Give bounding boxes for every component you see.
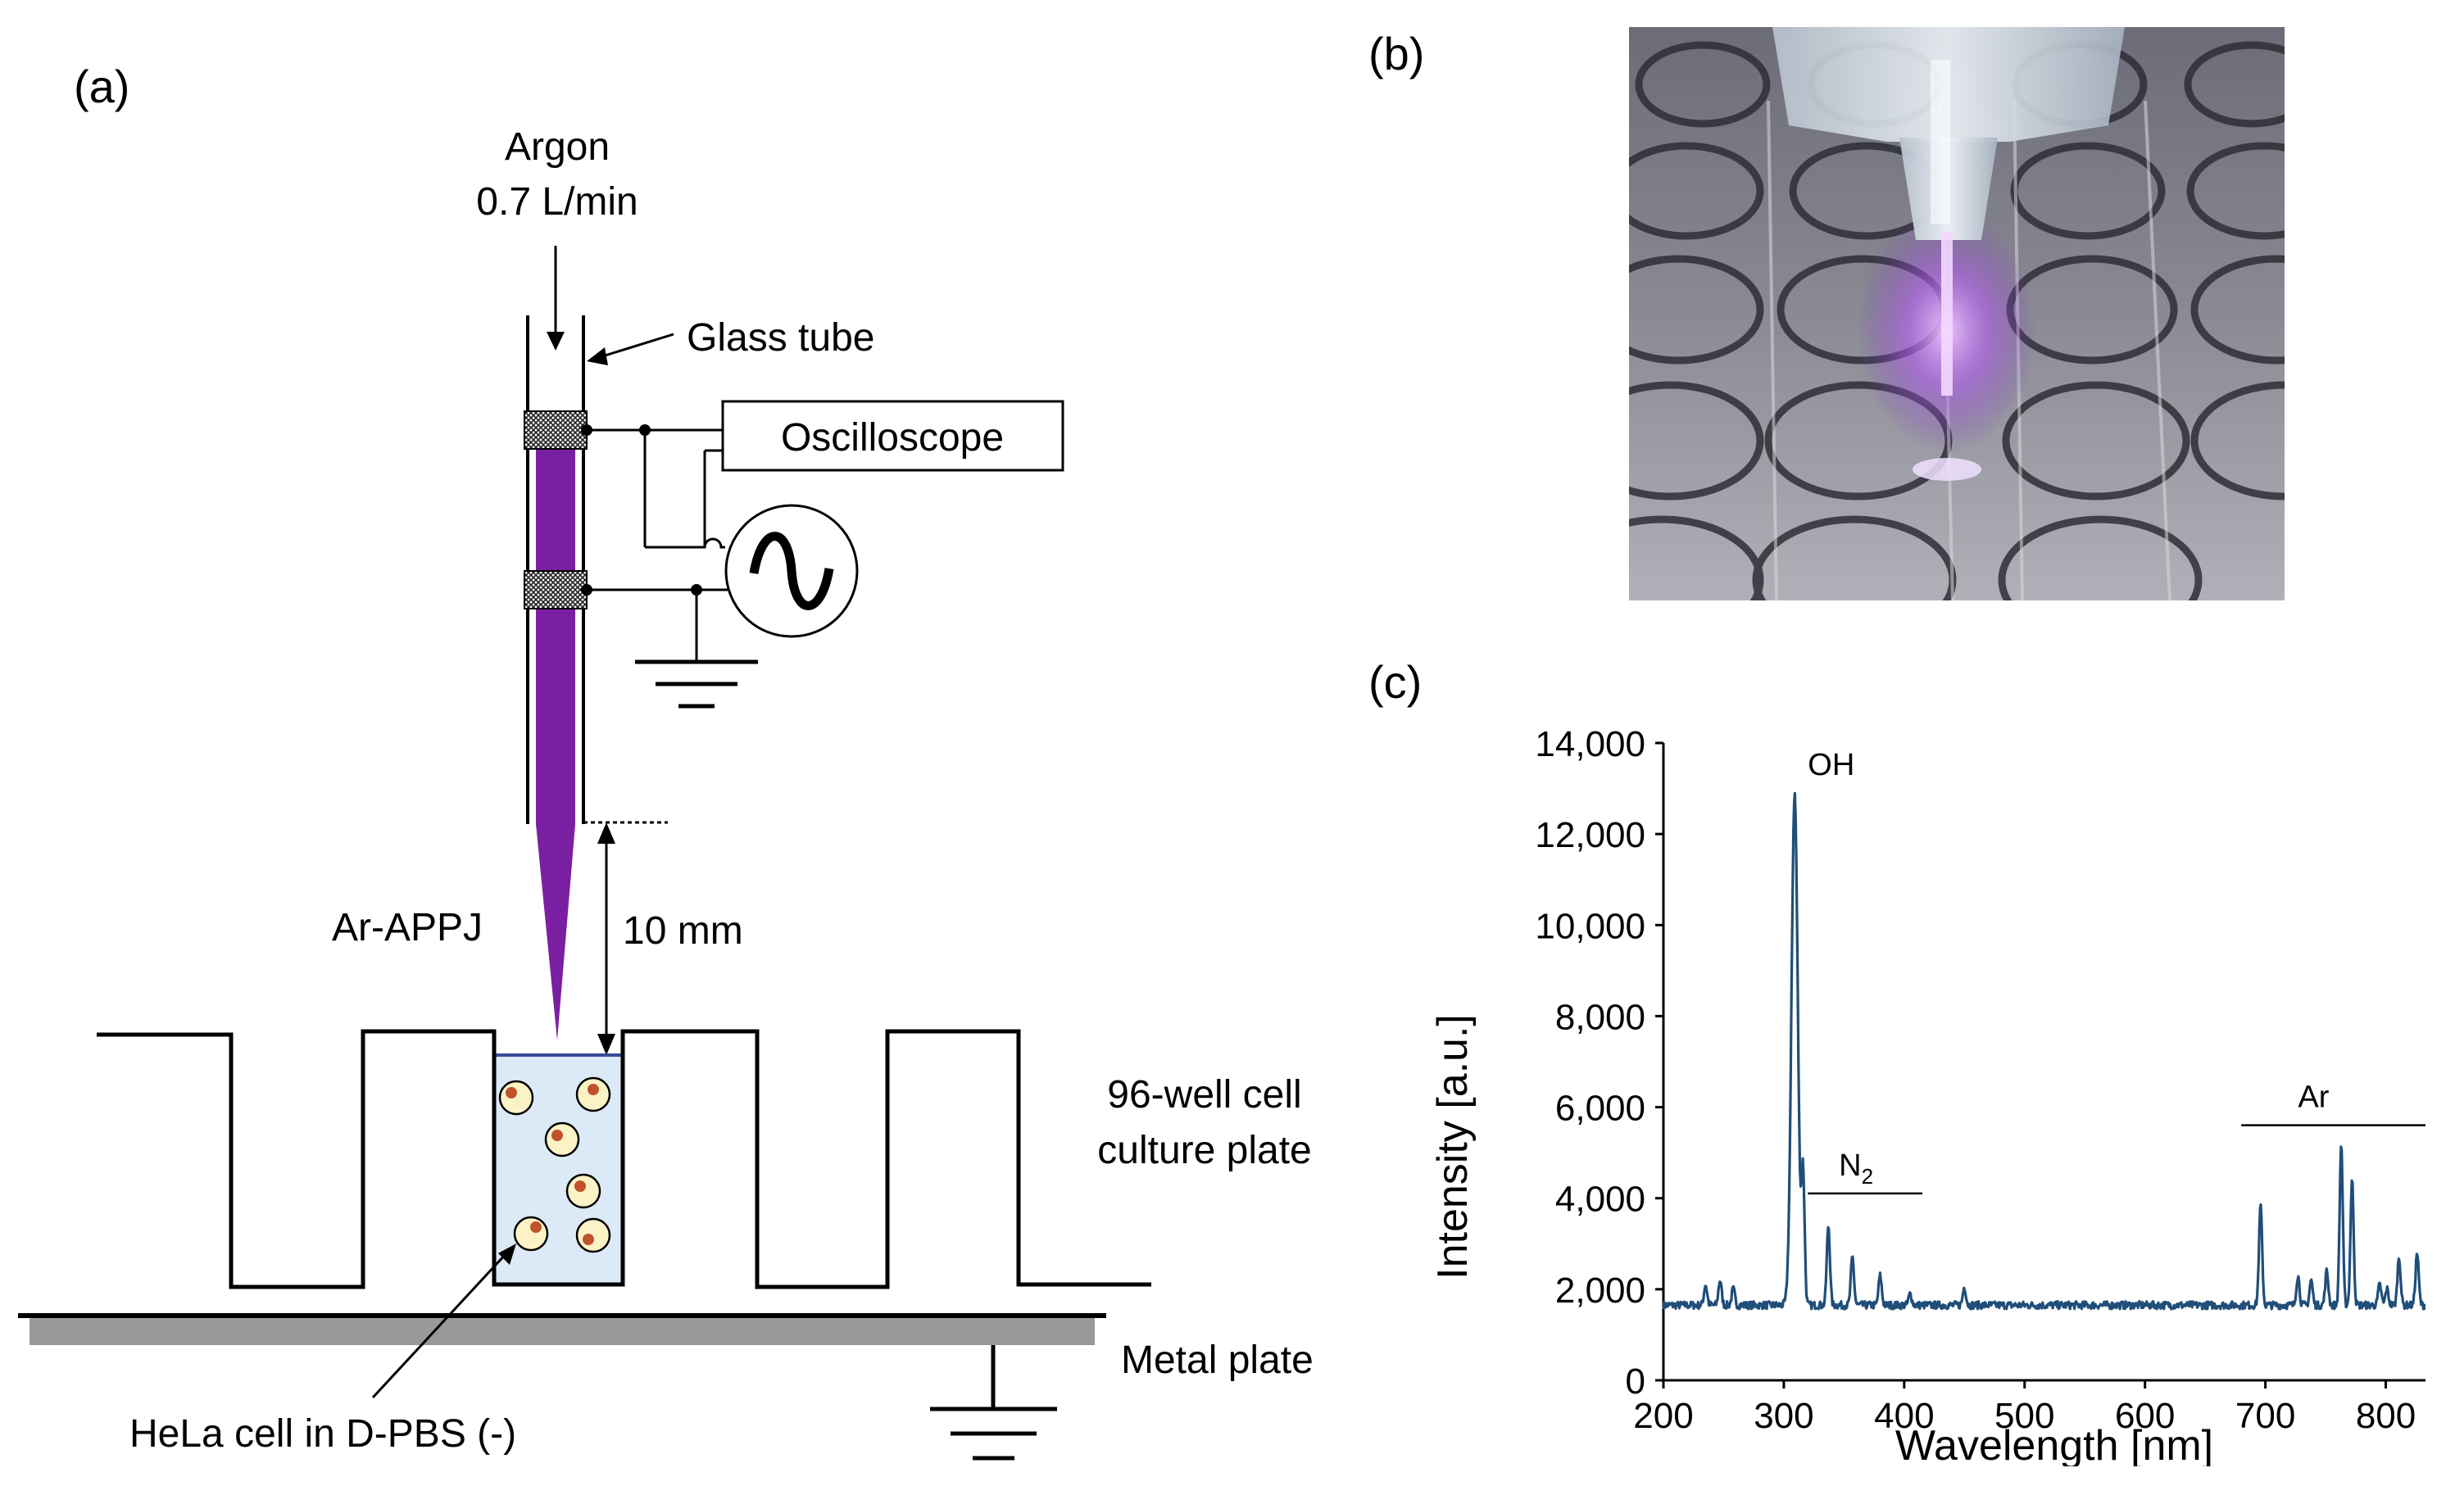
oscilloscope-label: Oscilloscope [781,416,1004,460]
x-tick-label: 500 [1994,1396,2054,1436]
hela-cell [575,1217,611,1253]
hela-cell [544,1121,580,1157]
y-tick-label: 12,000 [1535,815,1645,855]
wire-junction-ground [691,584,702,596]
panel-label-b: (b) [1368,28,1424,79]
annotation-label: N2 [1839,1148,1873,1189]
cell-label: HeLa cell in D-PBS (-) [129,1412,516,1456]
plasma-jet-photo [1629,27,2285,600]
hela-cell [565,1173,601,1209]
x-axis-title: Wavelength [nm] [1895,1422,2213,1466]
plasma-beam [1941,232,1953,396]
y-tick-label: 14,000 [1535,724,1645,764]
hela-cell [498,1080,534,1116]
flow-rate-label: 0.7 L/min [476,180,638,224]
ground-electrode [524,570,588,609]
y-tick-label: 4,000 [1555,1180,1645,1220]
gap-dimension [583,821,668,1055]
plate-label-line2: culture plate [1097,1129,1312,1172]
x-tick-label: 200 [1633,1396,1693,1436]
plasma-jet [536,824,575,1040]
panel-label-b-svg: (b) [1368,28,1424,79]
x-tick-label: 600 [2115,1396,2175,1436]
plasma-column [536,446,575,826]
metal-plate-label: Metal plate [1121,1339,1314,1382]
plate-label-line1: 96-well cell [1107,1073,1301,1117]
x-tick-label: 800 [2356,1396,2416,1436]
well-plate-profile [97,1029,1151,1289]
gas-label: Argon [505,125,610,169]
powered-electrode [524,410,588,450]
hela-cell [575,1076,611,1112]
metal-plate [29,1318,1095,1345]
wire-junction-osc [639,424,651,436]
glass-tube-pointer-arrow [587,333,674,365]
annotation-label: Ar [2298,1080,2329,1115]
y-tick-label: 0 [1626,1361,1645,1402]
hela-cell [513,1216,549,1252]
gap-distance-label: 10 mm [623,909,743,953]
wire-junction-top [581,424,592,436]
y-axis-title: Intensity [a.u.] [1429,1014,1477,1280]
glass-tube [526,315,585,824]
hela-cells [498,1076,611,1253]
nozzle [1772,27,2125,240]
ac-power-source-icon [724,504,859,638]
x-tick-label: 400 [1874,1396,1934,1436]
y-tick-label: 10,000 [1535,906,1645,946]
oscilloscope-box [721,400,1064,472]
cell-pointer-arrow [371,1244,516,1399]
gas-flow-arrow [547,246,565,351]
wire-junction-bottom [581,584,592,596]
panel-label-a: (a) [74,61,129,112]
emission-spectrum-chart: (c) Intensity [a.u.] Wavelength [nm] 0 2,… [1368,656,2425,1466]
ground-symbol-upper [635,659,758,709]
panel-label-c: (c) [1368,656,1422,708]
plasma-jet-label: Ar-APPJ [332,906,483,949]
x-tick-label: 700 [2235,1396,2295,1436]
glass-tube-label: Glass tube [687,316,874,360]
annotation-label: OH [1808,748,1854,782]
y-tick-label: 6,000 [1555,1089,1645,1129]
ground-symbol-lower [930,1345,1057,1461]
setup-schematic: (a) Argon 0.7 L/min Glass tube Ar-APPJ O… [18,61,1314,1461]
spectrum-line [1662,791,2425,1311]
circuit-wiring [587,428,728,662]
x-tick-label: 300 [1754,1396,1813,1436]
plasma-contact-spot [1913,458,1981,481]
y-tick-label: 8,000 [1555,997,1645,1037]
y-tick-label: 2,000 [1555,1271,1645,1311]
